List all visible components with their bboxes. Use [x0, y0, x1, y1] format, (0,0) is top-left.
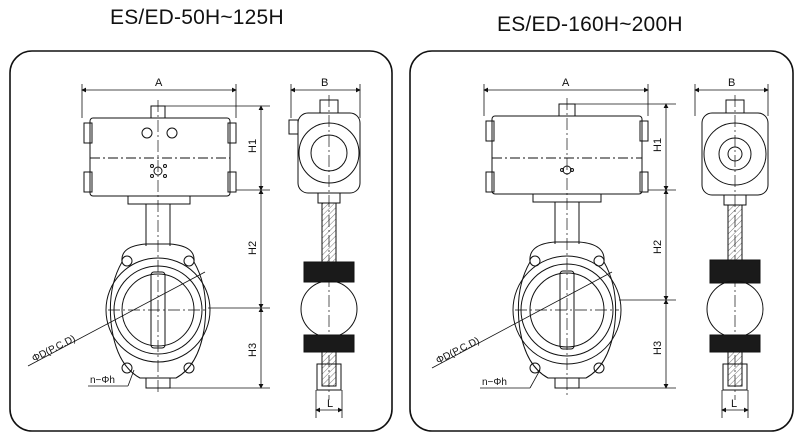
dim-label-h3: H3: [652, 341, 664, 355]
labels-left: A B H1 H2 H3 L ΦD(P.C.D) n−Φh: [30, 77, 333, 410]
labels-right: A B H1 H2 H3 L ΦD(P.C.D) n−Φh: [434, 77, 737, 410]
panel-title-left: ES/ED-50H~125H: [110, 6, 284, 29]
dim-label-a: A: [562, 77, 570, 89]
dim-label-h1: H1: [652, 138, 664, 152]
dim-label-h3: H3: [247, 343, 259, 357]
holes-label: n−Φh: [482, 377, 507, 388]
dimension-lines: [431, 84, 769, 418]
dim-label-h2: H2: [652, 240, 664, 254]
side-view: [701, 95, 769, 400]
dim-label-h1: H1: [247, 139, 259, 153]
dim-label-b: B: [728, 77, 735, 89]
dim-label-h2: H2: [247, 241, 259, 255]
panel-left: [9, 50, 393, 432]
dimension-lines: [27, 84, 361, 418]
dim-label-l: L: [327, 398, 333, 410]
front-view: [485, 98, 649, 395]
dim-label-b: B: [321, 77, 328, 89]
panel-frame: [409, 50, 794, 432]
pcd-label: ΦD(P.C.D): [434, 335, 481, 366]
panel-frame: [9, 50, 393, 432]
dim-label-a: A: [155, 77, 163, 89]
front-view: [83, 100, 237, 395]
panel-right: [409, 50, 794, 432]
mount-holes: [150, 164, 167, 178]
pcd-label: ΦD(P.C.D): [30, 333, 77, 364]
holes-label: n−Φh: [90, 375, 115, 386]
dim-label-l: L: [731, 398, 737, 410]
side-view: [288, 95, 361, 400]
panel-title-right: ES/ED-160H~200H: [497, 13, 683, 36]
